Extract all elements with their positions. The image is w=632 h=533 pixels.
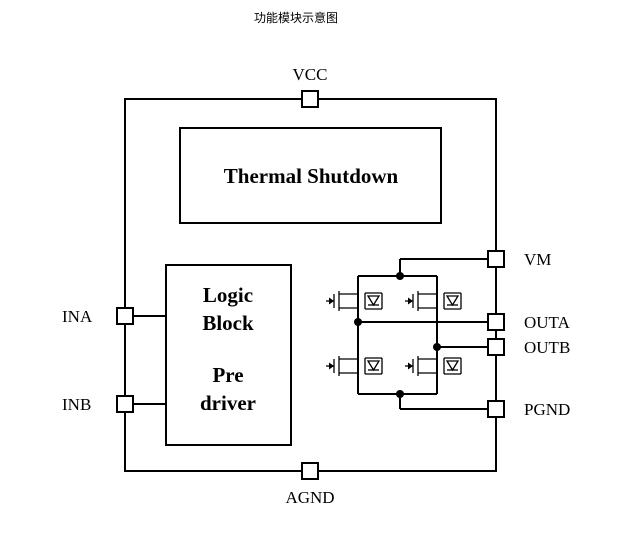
pin-pad-vcc: [301, 90, 319, 108]
mosfet-high-right: [405, 291, 462, 311]
block-label: Block: [202, 311, 254, 335]
junction-dot: [396, 390, 404, 398]
diagram-title: 功能模块示意图: [254, 10, 338, 25]
pin-pad-outa: [487, 313, 505, 331]
pin-label-inb: INB: [62, 395, 91, 414]
mosfet-high-left: [326, 291, 383, 311]
pin-label-vcc: VCC: [293, 65, 328, 84]
junction-dot: [396, 272, 404, 280]
logic-label: Logic: [203, 283, 253, 307]
mosfet-low-left: [326, 356, 383, 376]
pin-label-outa: OUTA: [524, 313, 571, 332]
pin-pad-agnd: [301, 462, 319, 480]
pre-label: Pre: [212, 363, 243, 387]
thermal-shutdown-block: [179, 127, 442, 224]
pin-pad-pgnd: [487, 400, 505, 418]
pin-label-vm: VM: [524, 250, 551, 269]
pin-pad-vm: [487, 250, 505, 268]
thermal-shutdown-label: Thermal Shutdown: [224, 164, 399, 188]
h-bridge: [326, 258, 488, 410]
pin-label-outb: OUTB: [524, 338, 570, 357]
pin-label-ina: INA: [62, 307, 93, 326]
pin-label-pgnd: PGND: [524, 400, 570, 419]
pin-pad-ina: [116, 307, 134, 325]
pin-pad-outb: [487, 338, 505, 356]
mosfet-low-right: [405, 356, 462, 376]
pin-pad-inb: [116, 395, 134, 413]
pin-label-agnd: AGND: [285, 488, 334, 507]
junction-dot: [354, 318, 362, 326]
driver-label: driver: [200, 391, 256, 415]
logic-block: [165, 264, 292, 446]
junction-dot: [433, 343, 441, 351]
